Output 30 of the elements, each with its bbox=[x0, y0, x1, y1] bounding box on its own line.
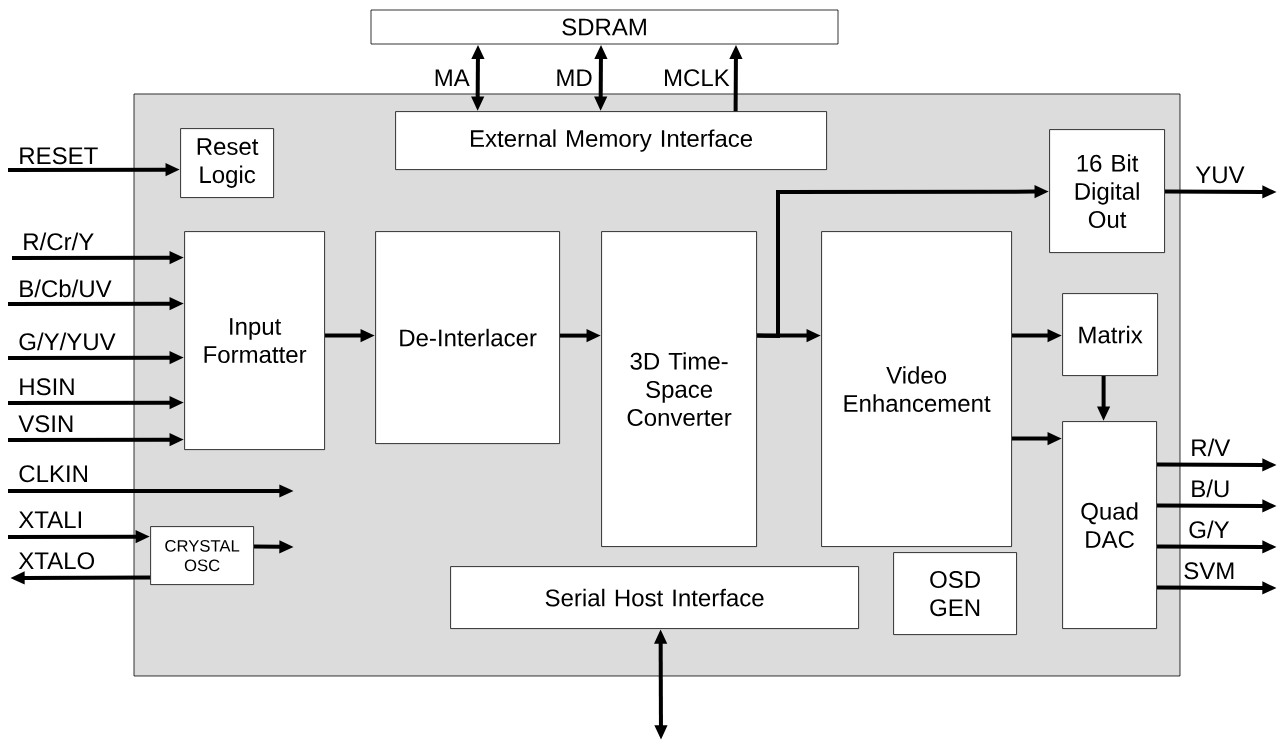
signal-label: VSIN bbox=[18, 415, 73, 433]
signal-label: G/Y/YUV bbox=[19, 332, 116, 351]
memory-box: SDRAM bbox=[370, 9, 839, 45]
signal-label: R/V bbox=[1192, 438, 1231, 457]
block-box: 16 Bit Digital Out bbox=[1049, 129, 1165, 253]
block-box: Serial Host Interface bbox=[450, 566, 859, 629]
block-box: Reset Logic bbox=[180, 128, 274, 198]
block-box: External Memory Interface bbox=[395, 111, 827, 170]
signal-label: G/Y bbox=[1189, 520, 1230, 539]
block-box: Quad DAC bbox=[1062, 421, 1157, 629]
block-box: OSD GEN bbox=[893, 552, 1017, 635]
block-box: CRYSTAL OSC bbox=[150, 526, 254, 585]
block-box: Video Enhancement bbox=[821, 231, 1012, 547]
signal-label: MCLK bbox=[665, 69, 730, 87]
block-box: Input Formatter bbox=[184, 231, 325, 450]
block-box: De-Interlacer bbox=[375, 231, 560, 444]
signal-label: XTALI bbox=[18, 511, 81, 528]
signal-label: B/U bbox=[1192, 479, 1229, 498]
signal-label: RESET bbox=[20, 147, 98, 165]
signal-label: MA bbox=[435, 69, 470, 86]
signal-label: MD bbox=[557, 69, 592, 86]
signal-label: CLKIN bbox=[19, 465, 87, 483]
block-box: 3D Time-Space Converter bbox=[601, 231, 757, 547]
signal-label: YUV bbox=[1195, 166, 1245, 184]
block-box: Matrix bbox=[1062, 293, 1158, 376]
signal-label: B/Cb/UV bbox=[20, 279, 112, 298]
signal-label: HSIN bbox=[20, 378, 74, 396]
signal-label: R/Cr/Y bbox=[24, 232, 94, 251]
signal-label: SVM bbox=[1184, 562, 1234, 580]
signal-label: XTALO bbox=[18, 552, 95, 570]
